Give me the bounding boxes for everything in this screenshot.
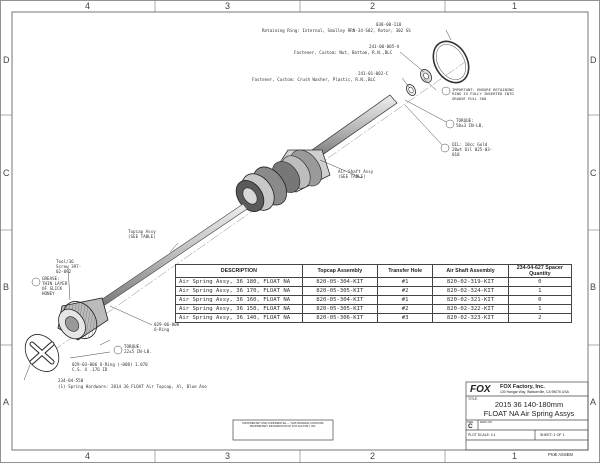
- col-transfer-hole: Transfer Hole: [376, 264, 434, 278]
- cell-topcap: 820-05-305-KIT: [301, 286, 378, 296]
- nut-part: [420, 69, 432, 83]
- torque-top-note: TORQUE: 50±3 IN-LB.: [456, 118, 484, 128]
- cell-description: Air Spring Assy, 36 140, FLOAT NA: [175, 313, 303, 323]
- table-header-row: DESCRIPTION Topcap Assembly Transfer Hol…: [175, 264, 573, 278]
- oil-note: OIL: 10cc Gold 20wt Oil 025-03-010: [452, 142, 493, 157]
- proe-footer: ProE ASSEM: [548, 452, 573, 457]
- cell-topcap: 820-05-304-KIT: [301, 277, 378, 287]
- plot-scale: PLOT SCALE: 0.1: [468, 433, 496, 437]
- zone-col-1: 1: [512, 1, 518, 11]
- cell-air-shaft: 820-02-322-KIT: [432, 304, 509, 314]
- zone-row-c-right: C: [590, 168, 597, 178]
- cell-spacer-qty: 0: [507, 277, 573, 287]
- fox-logo: FOX: [470, 384, 491, 395]
- important-symbol: [441, 86, 451, 96]
- zone-row-a-right: A: [590, 397, 597, 407]
- air-shaft-label: Air Shaft Assy (SEE TABLE): [338, 169, 374, 179]
- leader-lines: [23, 29, 452, 381]
- col-air-shaft: Air Shaft Assembly: [432, 264, 509, 278]
- spring-hardware-part: [24, 334, 60, 372]
- zone-col-3: 3: [225, 1, 231, 11]
- cell-topcap: 820-05-304-KIT: [301, 295, 378, 305]
- cell-air-shaft: 820-02-321-KIT: [432, 295, 509, 305]
- cell-description: Air Spring Assy, 36 150, FLOAT NA: [175, 304, 303, 314]
- zone-col-3-bottom: 3: [225, 451, 231, 461]
- fastener-nut-desc: Fastener, Custom: Nut, Bottom, R.N.,BLC: [294, 50, 393, 55]
- zone-row-b: B: [3, 282, 10, 292]
- size-label: SIZE: [467, 420, 474, 424]
- cell-spacer-qty: 0: [507, 295, 573, 305]
- col-topcap: Topcap Assembly: [301, 264, 378, 278]
- grease-note: GREASE: THIN LAYER OF SLICK HONEY: [42, 276, 68, 296]
- torque-bottom-note: TORQUE: 22±5 IN-LB.: [124, 344, 152, 354]
- topcap-part: [57, 297, 109, 341]
- zone-row-d: D: [3, 55, 10, 65]
- zone-row-c: C: [3, 168, 10, 178]
- fastener-nut-pn: 241-00-005-A: [369, 44, 400, 49]
- cell-transfer-hole: #1: [376, 277, 434, 287]
- cell-description: Air Spring Assy, 36 180, FLOAT NA: [175, 277, 303, 287]
- cell-spacer-qty: 1: [507, 286, 573, 296]
- table-row: Air Spring Assy, 36 160, FLOAT NA 820-05…: [175, 295, 573, 305]
- cell-air-shaft: 820-02-323-KIT: [432, 313, 509, 323]
- topcap-label: Topcap Assy (SEE TABLE): [128, 229, 156, 239]
- cell-transfer-hole: #1: [376, 295, 434, 305]
- spring-hardware-desc: (1) Spring Hardware: 2014 36 FLOAT Air T…: [58, 384, 207, 389]
- table-row: Air Spring Assy, 36 180, FLOAT NA 820-05…: [175, 277, 573, 287]
- oring-bottom-label: 029-03-006 O-Ring (-008) 1.070 C.S. X .1…: [72, 362, 148, 372]
- drawing-title-line1: 2015 36 140-180mm: [494, 400, 564, 409]
- crush-washer-desc: Fastener, Custom: Crush Washer, Plastic,…: [252, 77, 376, 82]
- cell-transfer-hole: #2: [376, 286, 434, 296]
- zone-col-1-bottom: 1: [512, 451, 518, 461]
- cell-spacer-qty: 1: [507, 304, 573, 314]
- cell-air-shaft: 820-02-324-KIT: [432, 286, 509, 296]
- zone-col-4-bottom: 4: [85, 451, 91, 461]
- cell-transfer-hole: #3: [376, 313, 434, 323]
- cell-air-shaft: 820-02-319-KIT: [432, 277, 509, 287]
- cell-description: Air Spring Assy, 36 170, FLOAT NA: [175, 286, 303, 296]
- torque-symbol-top: [445, 119, 455, 129]
- zone-col-2-bottom: 2: [370, 451, 376, 461]
- grease-symbol: [31, 277, 41, 287]
- col-spacer-qty: 234-04-627 Spacer Quantity: [507, 264, 573, 278]
- sheet-count: SHEET: 1 OF 1: [540, 433, 565, 437]
- title-label: TITLE: [468, 397, 478, 401]
- cell-description: Air Spring Assy, 36 160, FLOAT NA: [175, 295, 303, 305]
- company-address: 130 Hangar Way, Watsonville, CA 95076 US…: [500, 390, 569, 394]
- title-block-frame: [232, 381, 589, 451]
- confidential-notice: PROPRIETARY AND CONFIDENTIAL — THIS DRAW…: [242, 422, 324, 429]
- crush-washer-pn: 241-01-002-C: [358, 71, 389, 76]
- drawing-title-line2: FLOAT NA Air Spring Assys: [483, 409, 575, 418]
- zone-row-d-right: D: [590, 55, 597, 65]
- company-name: FOX Factory, Inc.: [500, 384, 545, 390]
- size-value: C: [468, 423, 473, 430]
- cell-topcap: 820-05-306-KIT: [301, 313, 378, 323]
- table-row: Air Spring Assy, 36 140, FLOAT NA 820-05…: [175, 313, 573, 323]
- zone-col-4: 4: [85, 1, 91, 11]
- cell-topcap: 820-05-305-KIT: [301, 304, 378, 314]
- oring-top-label: 029-06-008 O-Ring: [154, 322, 180, 332]
- oil-symbol: [440, 143, 450, 153]
- zone-row-a: A: [3, 397, 10, 407]
- important-note: IMPORTANT: ENSURE RETAINING RING IS FULL…: [452, 87, 514, 101]
- tool-label: Tool/36 Screw 397-02-092: [56, 259, 82, 274]
- retaining-ring-pn: 038-00-118: [376, 22, 402, 27]
- table-row: Air Spring Assy, 36 150, FLOAT NA 820-05…: [175, 304, 573, 314]
- dwg-no-label: DWG NO.: [480, 420, 493, 424]
- col-description: DESCRIPTION: [175, 264, 303, 278]
- parts-table: DESCRIPTION Topcap Assembly Transfer Hol…: [175, 264, 573, 323]
- torque-symbol-bottom: [113, 345, 123, 355]
- cell-transfer-hole: #2: [376, 304, 434, 314]
- table-row: Air Spring Assy, 36 170, FLOAT NA 820-05…: [175, 286, 573, 296]
- cell-spacer-qty: 2: [507, 313, 573, 323]
- zone-row-b-right: B: [590, 282, 597, 292]
- spring-hardware-pn: 234-04-550: [58, 378, 84, 383]
- retaining-ring-part: [432, 40, 470, 84]
- zone-col-2: 2: [370, 1, 376, 11]
- crush-washer-part: [406, 84, 416, 96]
- retaining-ring-desc: Retaining Ring: Internal, Smalley RRN-34…: [262, 28, 411, 33]
